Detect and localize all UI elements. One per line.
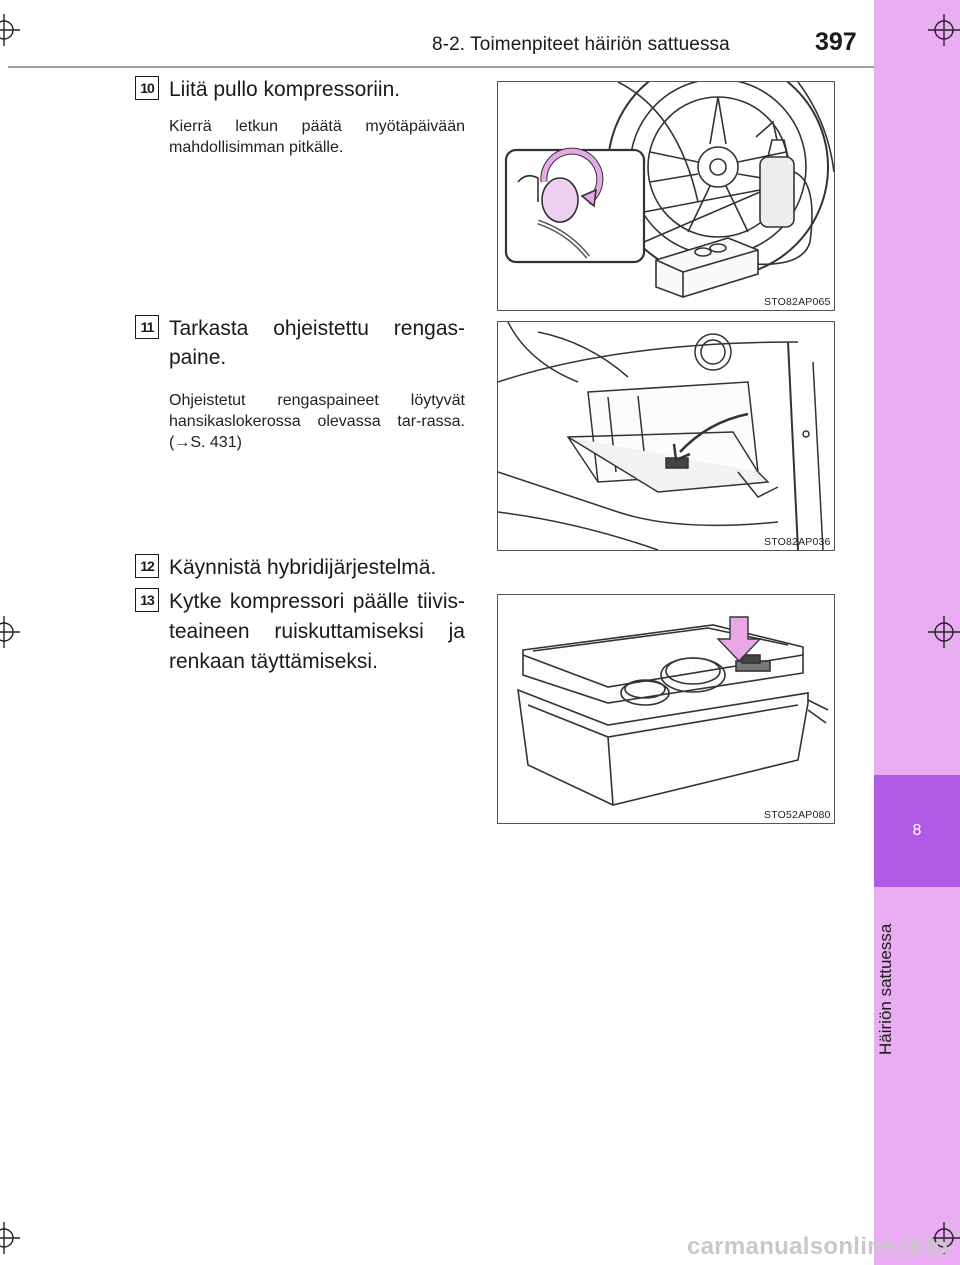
step-11-title-line2: paine. xyxy=(169,346,227,369)
step-badge-12: 12 xyxy=(135,554,159,578)
tire-compressor-illustration xyxy=(504,82,834,298)
step-11-description: Ohjeistetut rengaspaineet löytyvät hansi… xyxy=(169,392,465,451)
registration-mark-top-left xyxy=(0,14,20,46)
step-badge-11: 11 xyxy=(135,315,159,339)
registration-mark-top-right xyxy=(928,14,960,46)
step-13-title-line3: renkaan täyttämiseksi. xyxy=(169,650,378,673)
registration-mark-mid-right xyxy=(928,616,960,648)
figure-compressor-switch xyxy=(497,594,835,824)
step-badge-10: 10 xyxy=(135,76,159,100)
side-chapter-block xyxy=(874,775,960,887)
step-13-title-line2: teaineen ruiskuttamiseksi ja xyxy=(169,620,465,643)
watermark: carmanualsonline.info xyxy=(686,1233,948,1260)
figure-glove-box xyxy=(497,321,835,551)
step-badge-13: 13 xyxy=(135,588,159,612)
step-10-title: Liitä pullo kompressoriin. xyxy=(169,78,401,101)
figure-code-13: STO52AP080 xyxy=(764,809,831,821)
side-tab-label: Häiriön sattuessa xyxy=(876,923,895,1055)
side-chapter-number: 8 xyxy=(912,822,922,839)
step-11-title-line1: Tarkasta ohjeistettu rengas- xyxy=(169,317,465,340)
step-12-title: Käynnistä hybridijärjestelmä. xyxy=(169,556,437,579)
page-number: 397 xyxy=(815,28,857,56)
step-13-title-line1: Kytke kompressori päälle tiivis- xyxy=(169,590,465,613)
registration-mark-mid-left xyxy=(0,616,20,648)
figure-code-10: STO82AP065 xyxy=(764,296,831,308)
header-title: 8-2. Toimenpiteet häiriön sattuessa xyxy=(432,34,730,55)
header-rule xyxy=(8,66,874,68)
registration-mark-bottom-right xyxy=(928,1222,960,1254)
figure-tire-compressor xyxy=(497,81,835,311)
glove-box-illustration xyxy=(498,322,824,550)
step-10-description: Kierrä letkun päätä myötäpäivään mahdoll… xyxy=(169,118,465,156)
registration-mark-bottom-left xyxy=(0,1222,20,1254)
compressor-switch-illustration xyxy=(517,616,829,806)
figure-code-11: STO82AP036 xyxy=(764,536,831,548)
